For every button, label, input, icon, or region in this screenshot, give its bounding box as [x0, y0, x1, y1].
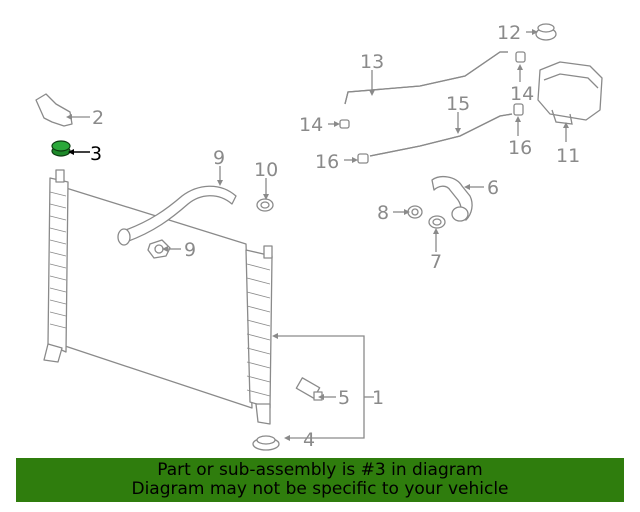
- notice-banner: Part or sub-assembly is #3 in diagram Di…: [16, 458, 624, 502]
- leader-lines: [66, 29, 569, 441]
- clip-part-14b[interactable]: [515, 51, 526, 63]
- parts-diagram: 1 2 3 4 5 6 7 8 9 9 10 11 12 13 14 14 15…: [35, 22, 603, 451]
- callout-16-right[interactable]: 16: [508, 137, 532, 159]
- callout-7[interactable]: 7: [430, 251, 442, 273]
- radiator-part[interactable]: [43, 169, 273, 425]
- clip-part-14a[interactable]: [339, 119, 350, 129]
- callout-6[interactable]: 6: [487, 177, 499, 199]
- clamp-part-16b[interactable]: [513, 103, 524, 116]
- callout-8[interactable]: 8: [377, 202, 389, 224]
- sensor-part-5[interactable]: [295, 377, 323, 401]
- coolant-reservoir-part-11[interactable]: [537, 61, 603, 125]
- callout-14-right[interactable]: 14: [510, 83, 534, 105]
- callout-13[interactable]: 13: [360, 51, 384, 73]
- reservoir-cap-part-12[interactable]: [535, 23, 557, 41]
- insulator-part-3[interactable]: [51, 140, 71, 157]
- callout-9-hose[interactable]: 9: [213, 147, 225, 169]
- callout-3[interactable]: 3: [90, 143, 102, 165]
- cap-part-4[interactable]: [252, 435, 280, 451]
- callout-10[interactable]: 10: [254, 159, 278, 181]
- notice-line-2: Diagram may not be specific to your vehi…: [131, 479, 509, 499]
- callout-1[interactable]: 1: [372, 387, 384, 409]
- callout-16-left[interactable]: 16: [315, 151, 339, 173]
- callout-11[interactable]: 11: [556, 145, 580, 167]
- callout-14-left[interactable]: 14: [299, 114, 323, 136]
- callout-4[interactable]: 4: [303, 429, 315, 451]
- callout-9-gasket[interactable]: 9: [184, 239, 196, 261]
- callout-2[interactable]: 2: [92, 107, 104, 129]
- hose-clamp-part-7[interactable]: [428, 215, 446, 229]
- upper-radiator-hose[interactable]: [119, 185, 237, 243]
- bracket-part-2[interactable]: [35, 93, 73, 127]
- callout-12[interactable]: 12: [497, 22, 521, 44]
- hose-end: [117, 228, 131, 246]
- hose-clamp-part-8[interactable]: [407, 205, 423, 219]
- hose-clamp-part-10[interactable]: [256, 198, 274, 212]
- clamp-part-16a[interactable]: [357, 153, 369, 164]
- notice-line-1: Part or sub-assembly is #3 in diagram: [157, 460, 483, 480]
- callout-5[interactable]: 5: [338, 387, 350, 409]
- callout-15[interactable]: 15: [446, 93, 470, 115]
